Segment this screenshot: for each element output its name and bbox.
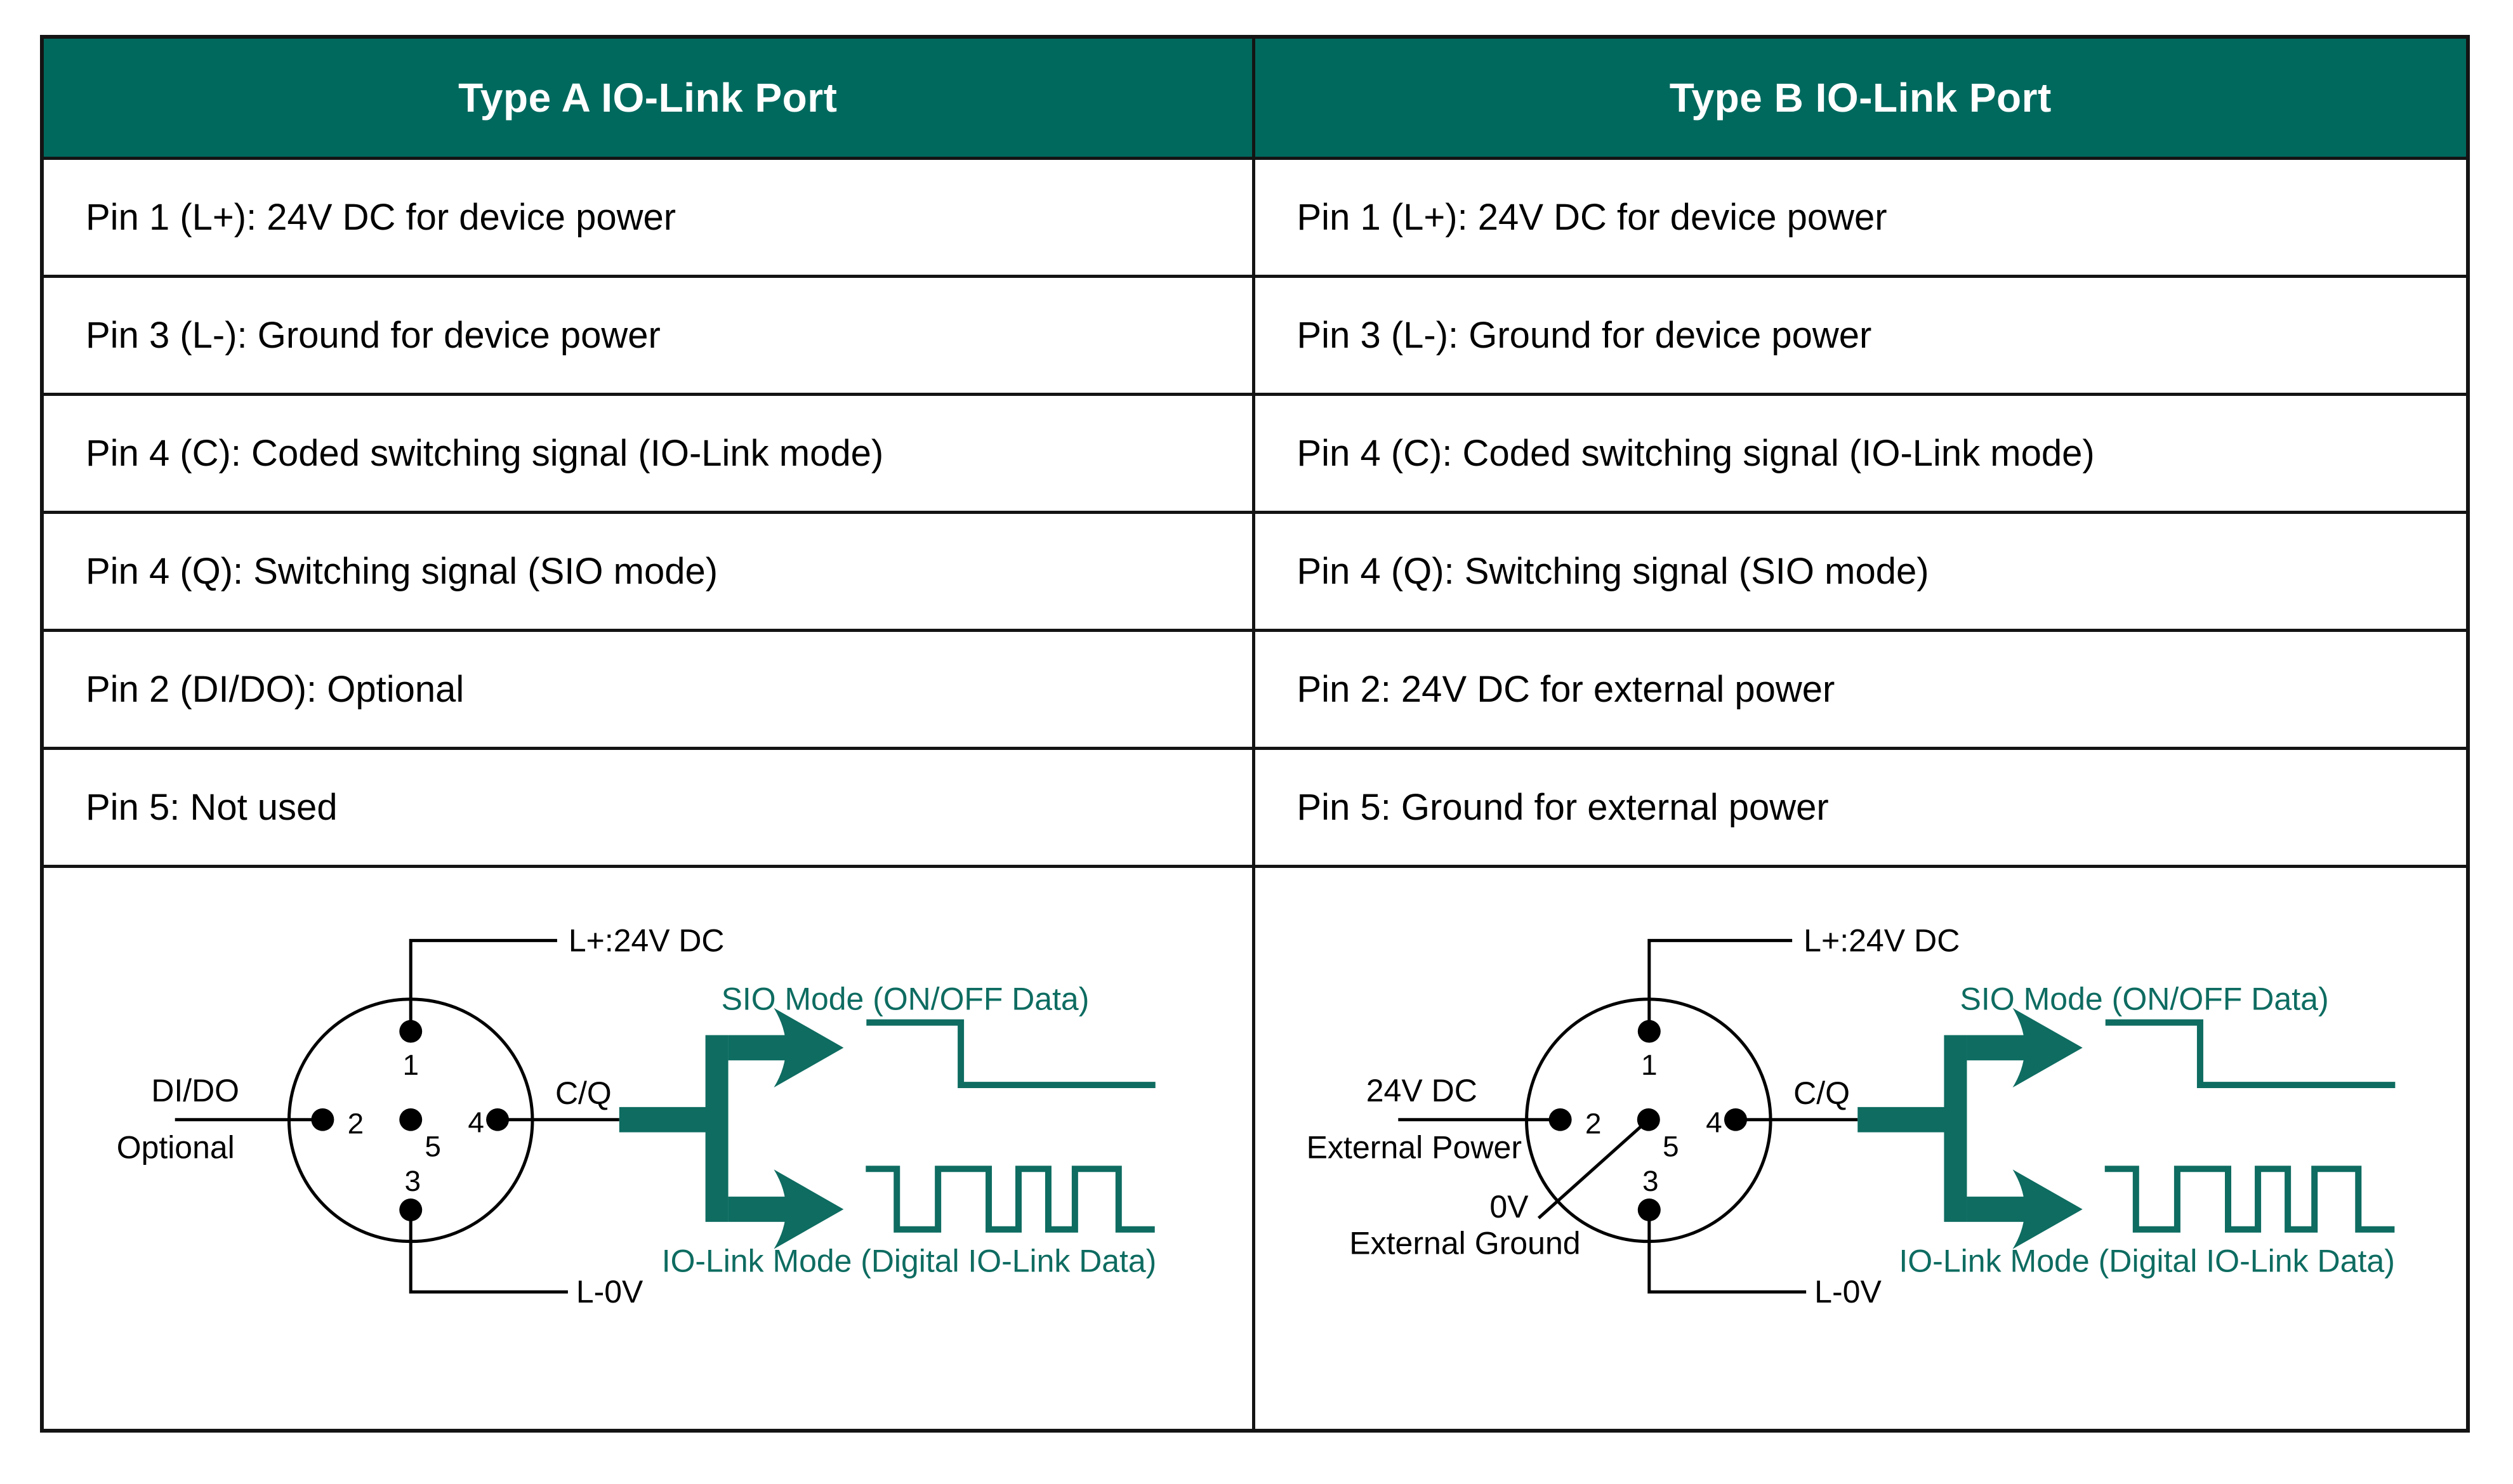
pin3-ground-wire	[1647, 1209, 1806, 1294]
iolink-arrowhead-icon	[774, 1169, 844, 1249]
type-a-pin4c-description: Pin 4 (C): Coded switching signal (IO-Li…	[44, 393, 1255, 511]
type-a-pin2-description: Pin 2 (DI/DO): Optional	[44, 629, 1255, 747]
type-a-pin3-description: Pin 3 (L-): Ground for device power	[44, 275, 1255, 393]
pin1-power-wire	[1647, 938, 1792, 1032]
pin-4-number: 4	[468, 1106, 484, 1139]
pin-4-number: 4	[1706, 1106, 1722, 1139]
pin-2-number: 2	[348, 1108, 364, 1140]
pin-5-number: 5	[425, 1131, 441, 1163]
sio-arrowhead-icon	[774, 1008, 844, 1088]
iolink-mode-label: IO-Link Mode (Digital IO-Link Data)	[662, 1243, 1157, 1278]
sio-on-off-waveform	[2105, 1019, 2395, 1089]
type-b-pin5-description: Pin 5: Ground for external power	[1255, 747, 2466, 865]
pin-2-dot	[311, 1108, 334, 1131]
pin2-label-line2: External Power	[1306, 1130, 1521, 1166]
pin1-power-label: L+:24V DC	[1804, 923, 1960, 958]
pin-1-number: 1	[402, 1049, 419, 1081]
pin-3-dot	[1637, 1198, 1661, 1221]
pin-2-number: 2	[1585, 1107, 1601, 1140]
pin3-ground-label: L-0V	[576, 1274, 643, 1310]
cq-label: C/Q	[555, 1075, 612, 1111]
sio-mode-label: SIO Mode (ON/OFF Data)	[1960, 982, 2328, 1017]
type-a-pin4q-description: Pin 4 (Q): Switching signal (SIO mode)	[44, 511, 1255, 629]
pin-1-dot	[1637, 1020, 1661, 1043]
header-type-a: Type A IO-Link Port	[44, 39, 1255, 157]
pin2-label-line1: DI/DO	[151, 1073, 239, 1108]
type-a-pin1-description: Pin 1 (L+): 24V DC for device power	[44, 157, 1255, 275]
type-b-wiring-diagram: 1 2 4 5 3 L+:24V DC 24V DC External Powe…	[1255, 865, 2466, 1429]
sio-arrowhead-icon	[2012, 1008, 2083, 1088]
pin-5-dot	[399, 1108, 423, 1131]
pin5-label-line1: 0V	[1489, 1189, 1529, 1225]
pin-3-number: 3	[1642, 1164, 1659, 1197]
type-a-wiring-diagram: 1 2 4 5 3 L+:24V DC DI/DO Optional C/Q L…	[44, 865, 1255, 1429]
type-b-pin1-description: Pin 1 (L+): 24V DC for device power	[1255, 157, 2466, 275]
sio-on-off-waveform	[866, 1019, 1156, 1089]
iolink-mode-label: IO-Link Mode (Digital IO-Link Data)	[1899, 1244, 2395, 1279]
mode-fork-arrow	[619, 1008, 844, 1249]
pin1-power-wire	[409, 938, 557, 1032]
pin-5-dot	[1637, 1108, 1660, 1131]
pin-1-number: 1	[1641, 1048, 1658, 1081]
pin-4-dot	[486, 1108, 510, 1131]
pin5-external-ground-wire	[1537, 1118, 1649, 1219]
pin3-ground-label: L-0V	[1814, 1274, 1882, 1310]
type-b-pin2-description: Pin 2: 24V DC for external power	[1255, 629, 2466, 747]
type-b-pin3-description: Pin 3 (L-): Ground for device power	[1255, 275, 2466, 393]
pin3-ground-wire	[409, 1209, 568, 1294]
iolink-digital-waveform	[2104, 1166, 2394, 1233]
iolink-arrowhead-icon	[2012, 1169, 2083, 1249]
pin-3-number: 3	[404, 1165, 421, 1197]
pin-3-dot	[399, 1198, 423, 1221]
mode-fork-arrow	[1857, 1008, 2083, 1249]
iolink-digital-waveform	[866, 1166, 1155, 1233]
pin-5-number: 5	[1663, 1130, 1679, 1163]
sio-mode-label: SIO Mode (ON/OFF Data)	[722, 982, 1090, 1017]
pin2-label-line2: Optional	[117, 1130, 235, 1166]
type-a-pin5-description: Pin 5: Not used	[44, 747, 1255, 865]
io-link-port-comparison-table: Type A IO-Link Port Type B IO-Link Port …	[40, 35, 2470, 1433]
pin1-power-label: L+:24V DC	[569, 923, 725, 958]
type-b-pin4q-description: Pin 4 (Q): Switching signal (SIO mode)	[1255, 511, 2466, 629]
pin-4-dot	[1724, 1108, 1747, 1131]
type-b-connector-schematic: 1 2 4 5 3 L+:24V DC 24V DC External Powe…	[1306, 923, 2395, 1310]
cq-label: C/Q	[1793, 1075, 1850, 1111]
type-a-connector-schematic: 1 2 4 5 3 L+:24V DC DI/DO Optional C/Q L…	[117, 923, 1157, 1310]
pin2-label-line1: 24V DC	[1366, 1073, 1477, 1108]
header-type-b: Type B IO-Link Port	[1255, 39, 2466, 157]
pin5-label-line2: External Ground	[1349, 1226, 1580, 1261]
pin-2-dot	[1548, 1108, 1572, 1131]
pin-1-dot	[399, 1020, 423, 1043]
type-b-pin4c-description: Pin 4 (C): Coded switching signal (IO-Li…	[1255, 393, 2466, 511]
